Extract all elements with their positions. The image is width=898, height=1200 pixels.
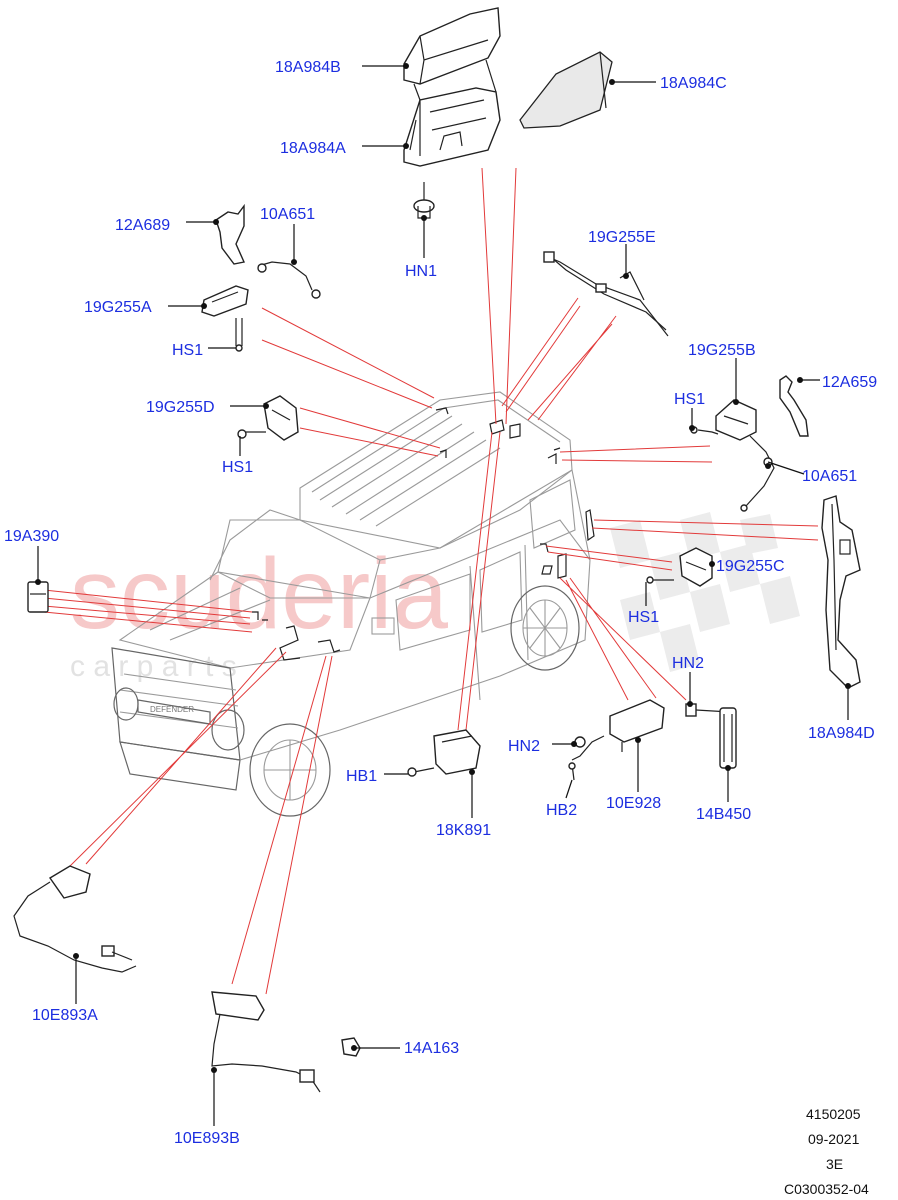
part-10E928 (571, 699, 665, 761)
leader-lines (35, 63, 851, 1126)
callout-18A984A: 18A984A (280, 140, 346, 157)
callout-19G255D: 19G255D (146, 399, 215, 416)
part-HB1 (407, 767, 435, 777)
callout-18K891: 18K891 (436, 822, 491, 839)
guide-line (591, 519, 819, 541)
callout-18A984B: 18A984B (275, 59, 341, 76)
svg-text:DEFENDER: DEFENDER (150, 705, 194, 714)
part-HB2 (568, 762, 576, 781)
callout-19G255E: 19G255E (588, 229, 656, 246)
guide-line (299, 407, 441, 457)
diagram-date: 09-2021 (808, 1131, 860, 1147)
guide-line (457, 431, 501, 731)
callout-18A984D: 18A984D (808, 725, 875, 742)
callout-19G255B: 19G255B (688, 342, 756, 359)
part-HS1-d (237, 429, 266, 439)
callout-19A390: 19A390 (4, 528, 59, 545)
part-19G255B (715, 399, 757, 441)
part-18K891 (433, 729, 481, 775)
watermark-checker (610, 512, 800, 672)
part-10E893A (13, 865, 137, 973)
guide-line (559, 445, 713, 463)
callout-10E893B: 10E893B (174, 1130, 240, 1147)
part-14A163 (341, 1037, 361, 1057)
part-18A984A (403, 59, 501, 167)
guide-lines (43, 167, 819, 995)
callout-12A689: 12A689 (115, 217, 170, 234)
callout-HS1-b: HS1 (674, 391, 705, 408)
callout-HS1-c: HS1 (628, 609, 659, 626)
callout-HN1: HN1 (405, 263, 437, 280)
callout-12A659: 12A659 (822, 374, 877, 391)
part-19G255C (679, 547, 713, 587)
guide-line (481, 167, 517, 425)
callout-HB2: HB2 (546, 802, 577, 819)
guide-line (501, 297, 617, 421)
part-10A651-right (740, 435, 775, 512)
callout-HB1: HB1 (346, 768, 377, 785)
callout-HN2-left: HN2 (508, 738, 540, 755)
callout-10A651-right: 10A651 (802, 468, 857, 485)
guide-line (261, 307, 435, 409)
diagram-variant: 3E (826, 1156, 843, 1172)
part-14B450 (719, 707, 737, 769)
part-10E893B (211, 991, 321, 1093)
part-19G255E (543, 251, 669, 337)
callout-10E893A: 10E893A (32, 1007, 98, 1024)
callout-HS1-a: HS1 (172, 342, 203, 359)
part-12A659 (779, 375, 809, 437)
guide-line (231, 655, 333, 995)
part-18A984C (519, 51, 613, 129)
part-HS1-c (646, 576, 674, 584)
callout-19G255A: 19G255A (84, 299, 152, 316)
diagram-reference: C0300352-04 (784, 1181, 869, 1197)
callout-10A651-top: 10A651 (260, 206, 315, 223)
guide-line (43, 589, 253, 633)
guide-line (65, 647, 287, 871)
vehicle-illustration: DEFENDER (111, 391, 595, 817)
part-19G255A (201, 285, 249, 317)
guide-line (545, 545, 673, 571)
diagram-code: 4150205 (806, 1106, 861, 1122)
guide-line (559, 577, 687, 701)
part-HS1-a (235, 318, 243, 352)
callout-HN2-right: HN2 (672, 655, 704, 672)
part-19G255D (263, 395, 299, 441)
watermark-main: scuderia (70, 538, 448, 650)
callout-14A163: 14A163 (404, 1040, 459, 1057)
callout-HS1-d: HS1 (222, 459, 253, 476)
part-19A390 (27, 581, 49, 613)
part-HS1-b (690, 426, 719, 435)
callout-labels: 18A984B 18A984C 18A984A HN1 12A689 10A65… (4, 59, 877, 1147)
part-18A984D (821, 495, 861, 689)
part-12A689 (215, 203, 245, 265)
callout-18A984C: 18A984C (660, 75, 727, 92)
callout-14B450: 14B450 (696, 806, 751, 823)
callout-10E928: 10E928 (606, 795, 661, 812)
part-18A984B (403, 7, 501, 85)
part-HN1 (413, 182, 435, 219)
callout-19G255C: 19G255C (716, 558, 785, 575)
part-10A651-top (257, 261, 321, 299)
info-block: 4150205 09-2021 3E C0300352-04 (784, 1106, 869, 1197)
